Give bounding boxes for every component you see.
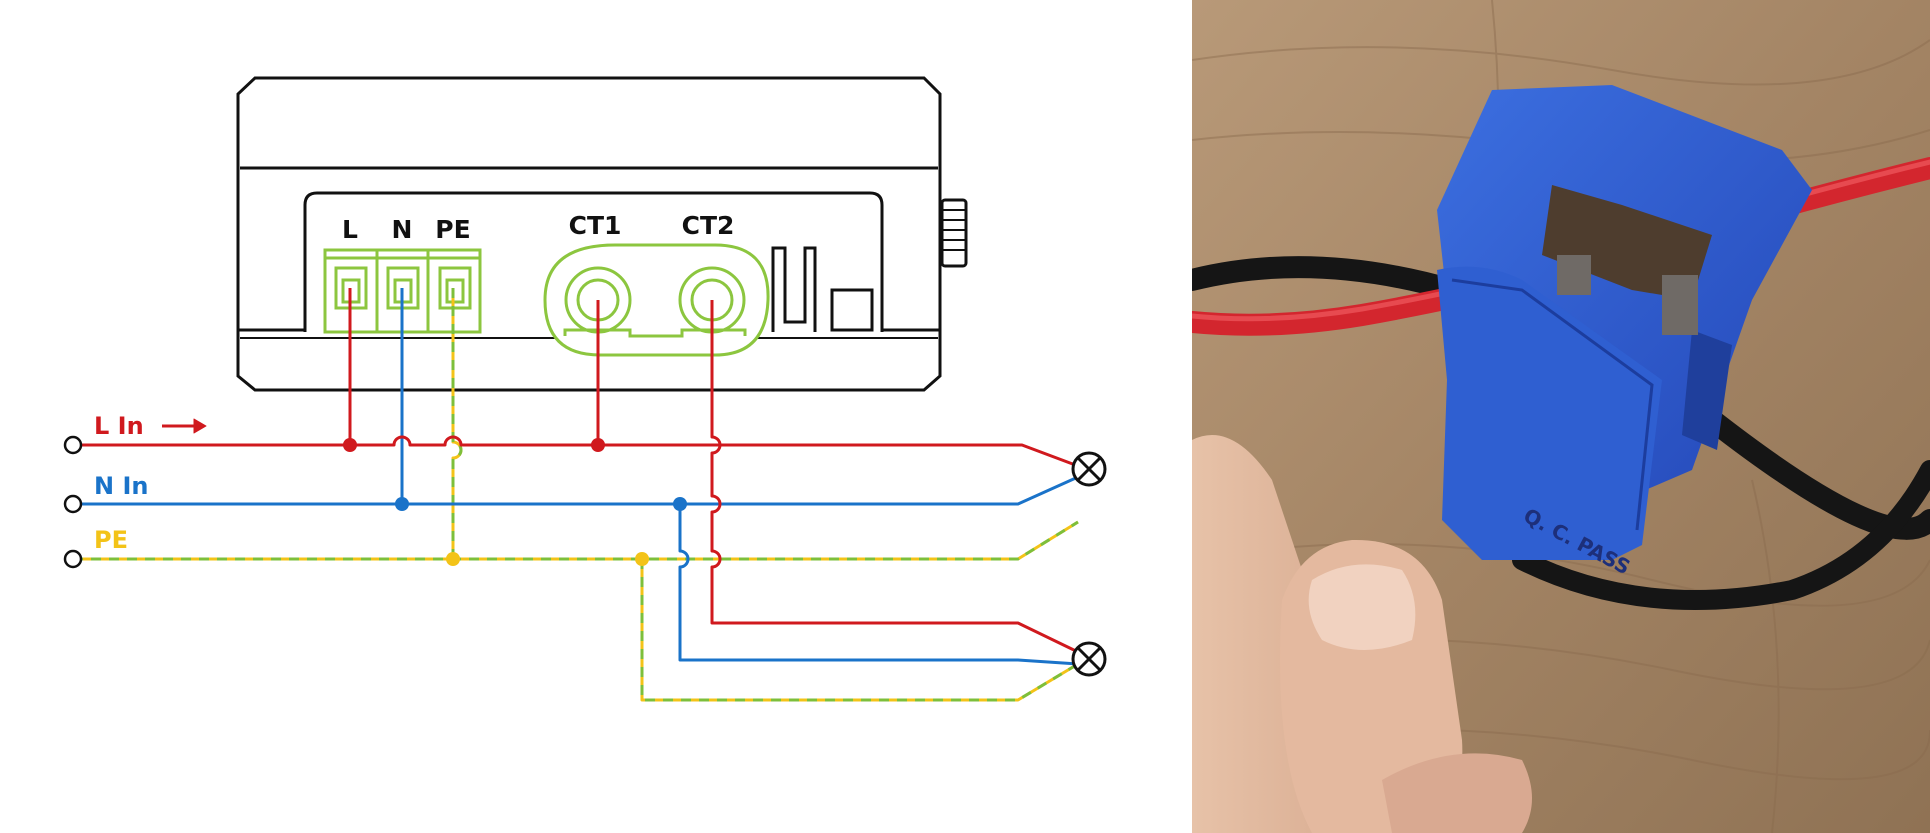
terminal-label-ct1: CT1 [569,211,622,240]
ct-clamp-body: Q. C. PASS [1437,85,1812,579]
wiring-diagram-panel: L N PE CT1 CT2 [63,76,1107,702]
terminal-label-n: N [392,215,413,244]
junction-dots [343,438,687,566]
ct-connector-block [543,243,770,357]
hand [1192,435,1532,833]
load-lamp-1-icon [1071,451,1107,487]
ct-clamp-illustration: Q. C. PASS [1192,0,1930,833]
junction-ct1 [591,438,605,452]
line-wiring [73,288,1079,654]
neutral-wiring [73,288,1079,666]
ct-clamp-photo: Q. C. PASS [1192,0,1930,833]
ct-core-left [1557,255,1591,295]
aux-connector [771,246,817,332]
junction-n-load2 [673,497,687,511]
wire-label-l-in: L In [94,412,144,440]
input-terminal-pe [63,549,83,569]
junction-n-terminal [395,497,409,511]
wire-label-n-in: N In [94,472,148,500]
wiring-diagram: L N PE CT1 CT2 [63,76,1107,702]
input-terminal-l [63,435,83,455]
wire-label-pe: PE [94,526,128,554]
aux-port [830,288,874,332]
ct-core-right [1662,275,1698,335]
thumbnail [1308,564,1416,650]
black-wire-loop [1512,460,1930,610]
terminal-label-ct2: CT2 [682,211,735,240]
junction-pe-terminal [446,552,460,566]
junction-l-terminal [343,438,357,452]
earth-wiring [73,288,1079,702]
enclosure-base [236,328,942,392]
terminal-label-l: L [342,215,358,244]
input-terminals [63,435,83,569]
junction-pe-load2 [635,552,649,566]
terminal-label-pe: PE [435,215,470,244]
load-lamp-2-icon [1071,641,1107,677]
input-terminal-n [63,494,83,514]
